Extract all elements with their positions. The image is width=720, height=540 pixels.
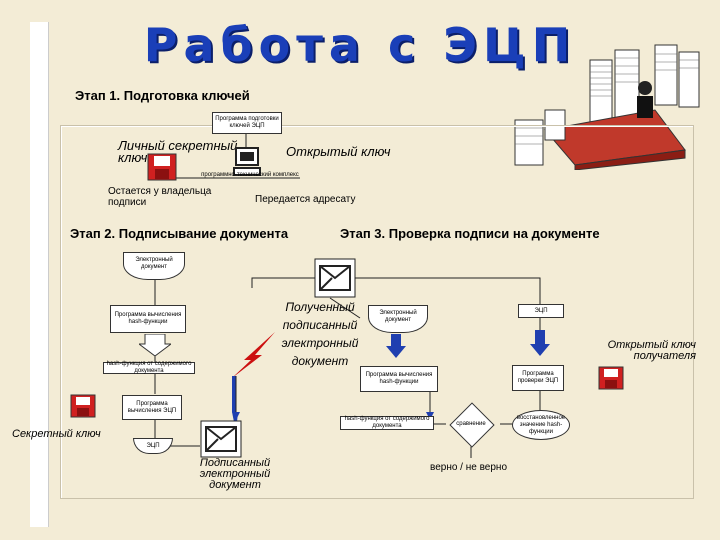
hash-program-right-box: Программа вычисления hash-функции bbox=[360, 366, 438, 392]
recipient-public-key-label: Открытый ключ получателя bbox=[607, 339, 696, 362]
arrow-down-icon bbox=[139, 334, 171, 356]
restored-hash-oval: восстановленное значение hash-функции bbox=[512, 410, 570, 440]
sent-to-addressee-label: Передается адресату bbox=[255, 194, 356, 205]
arrow-down-left-icon bbox=[386, 334, 406, 358]
received-doc-label: Полученный подписанный электронный докум… bbox=[281, 300, 359, 368]
stays-with-owner-label: Остается у владельца подписи bbox=[108, 186, 212, 208]
clerk-illustration bbox=[514, 44, 700, 170]
key-prep-program-box: Программа подготовки ключей ЭЦП bbox=[212, 112, 282, 134]
envelope-signed-icon bbox=[200, 420, 242, 458]
eds-right-box: ЭЦП bbox=[518, 304, 564, 318]
private-key-label: Личный секретный ключ bbox=[118, 138, 238, 165]
electronic-document-box: Электронный документ bbox=[123, 252, 185, 280]
diagram-panel bbox=[60, 125, 694, 499]
arrow-down-right-icon bbox=[530, 330, 550, 356]
hw-sw-complex-label: программно-технический комплекс bbox=[201, 172, 299, 178]
computer-icon bbox=[233, 147, 261, 176]
stage-3-heading: Этап 3. Проверка подписи на документе bbox=[340, 226, 600, 241]
result-label: верно / не верно bbox=[430, 462, 508, 473]
page-title: Работа с ЭЦП bbox=[143, 18, 577, 72]
stage-1-heading: Этап 1. Подготовка ключей bbox=[75, 88, 250, 103]
hash-of-content-left-box: hash-функция от содержимого документа bbox=[103, 361, 195, 374]
floppy-disk-small-icon bbox=[70, 394, 96, 418]
floppy-disk-icon bbox=[147, 153, 177, 181]
edoc-right-box: Электронный документ bbox=[368, 305, 428, 333]
signed-doc-label: Подписанный электронный документ bbox=[199, 457, 271, 491]
floppy-disk-recipient-icon bbox=[598, 366, 624, 390]
secret-key-label: Секретный ключ bbox=[12, 428, 101, 440]
eds-check-program-box: Программа проверки ЭЦП bbox=[512, 365, 564, 391]
comparison-label: сравнение bbox=[456, 421, 486, 427]
hash-program-box: Программа вычисления hash-функции bbox=[110, 305, 186, 333]
left-margin-strip bbox=[30, 22, 49, 527]
stage-2-heading: Этап 2. Подписывание документа bbox=[70, 226, 289, 241]
public-key-label: Открытый ключ bbox=[286, 144, 391, 159]
hash-of-content-right-box: hash-функция от содержимого документа bbox=[340, 416, 434, 430]
eds-calc-program-box: Программа вычисления ЭЦП bbox=[122, 395, 182, 420]
envelope-icon bbox=[314, 258, 356, 298]
